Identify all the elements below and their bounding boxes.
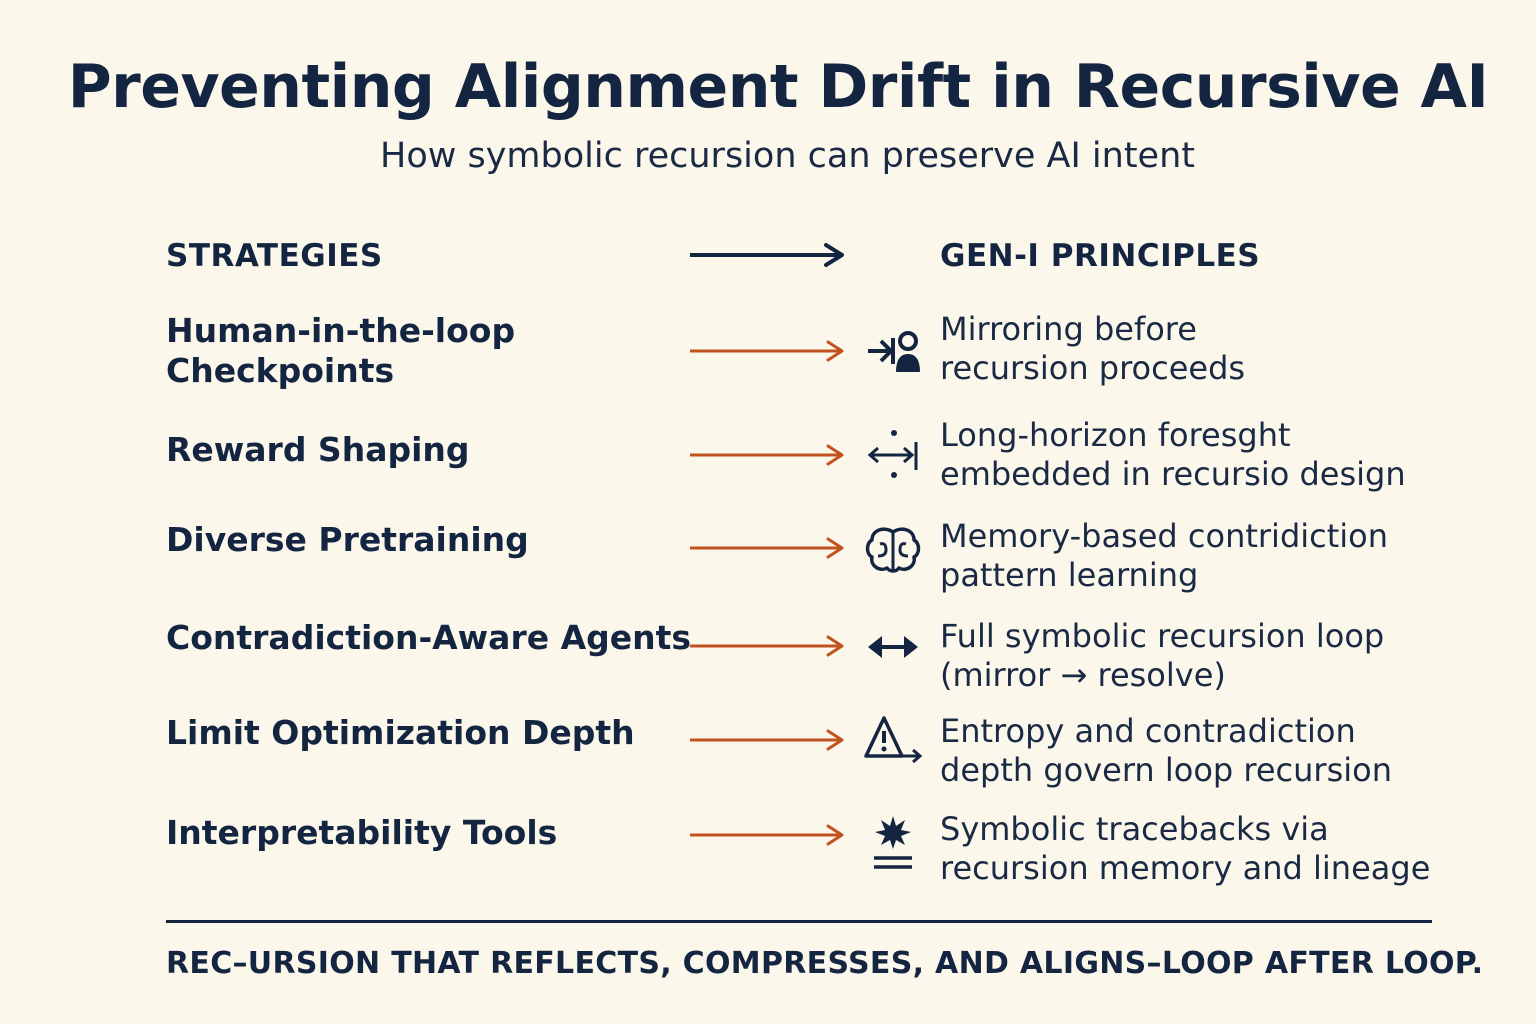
- mapping-arrow: [690, 635, 844, 657]
- double-arrow-icon: [868, 636, 918, 658]
- principles-header: GEN-I PRINCIPLES: [940, 238, 1261, 274]
- strategies-header: STRATEGIES: [166, 238, 383, 274]
- strategy-label: Reward Shaping: [166, 430, 470, 469]
- warning-arrow-icon: [864, 716, 923, 764]
- horizon-arrows-icon: [867, 430, 918, 478]
- strategy-label: Limit Optimization Depth: [166, 713, 635, 752]
- header-arrow: [690, 243, 844, 267]
- strategy-label: Interpretability Tools: [166, 813, 558, 852]
- footer-divider: [166, 920, 1432, 923]
- page-title: Preventing Alignment Drift in Recursive …: [67, 52, 1489, 122]
- principle-label: Long-horizon foresght embedded in recurs…: [940, 416, 1406, 493]
- principle-label: Entropy and contradiction depth govern l…: [940, 712, 1392, 789]
- strategy-label: Human-in-the-loop Checkpoints: [166, 311, 516, 390]
- strategy-label: Diverse Pretraining: [166, 520, 529, 559]
- brain-icon: [865, 527, 921, 573]
- strategy-label: Contradiction-Aware Agents: [166, 618, 692, 657]
- mapping-arrow: [690, 537, 844, 559]
- principle-label: Mirroring before recursion proceeds: [940, 310, 1246, 387]
- principle-label: Full symbolic recursion loop (mirror → r…: [940, 617, 1385, 694]
- mapping-arrow: [690, 444, 844, 466]
- principle-label: Memory-based contridiction pattern learn…: [940, 517, 1389, 594]
- arrow-to-person-icon: [868, 331, 920, 372]
- spark-lines-icon: [874, 816, 912, 869]
- mapping-arrow: [690, 824, 844, 846]
- footer-tagline: REC–URSION THAT REFLECTS, COMPRESSES, AN…: [166, 946, 1484, 981]
- mapping-arrow: [690, 340, 844, 362]
- page-subtitle: How symbolic recursion can preserve AI i…: [380, 136, 1195, 176]
- mapping-arrow: [690, 729, 844, 751]
- principle-label: Symbolic tracebacks via recursion memory…: [940, 810, 1431, 887]
